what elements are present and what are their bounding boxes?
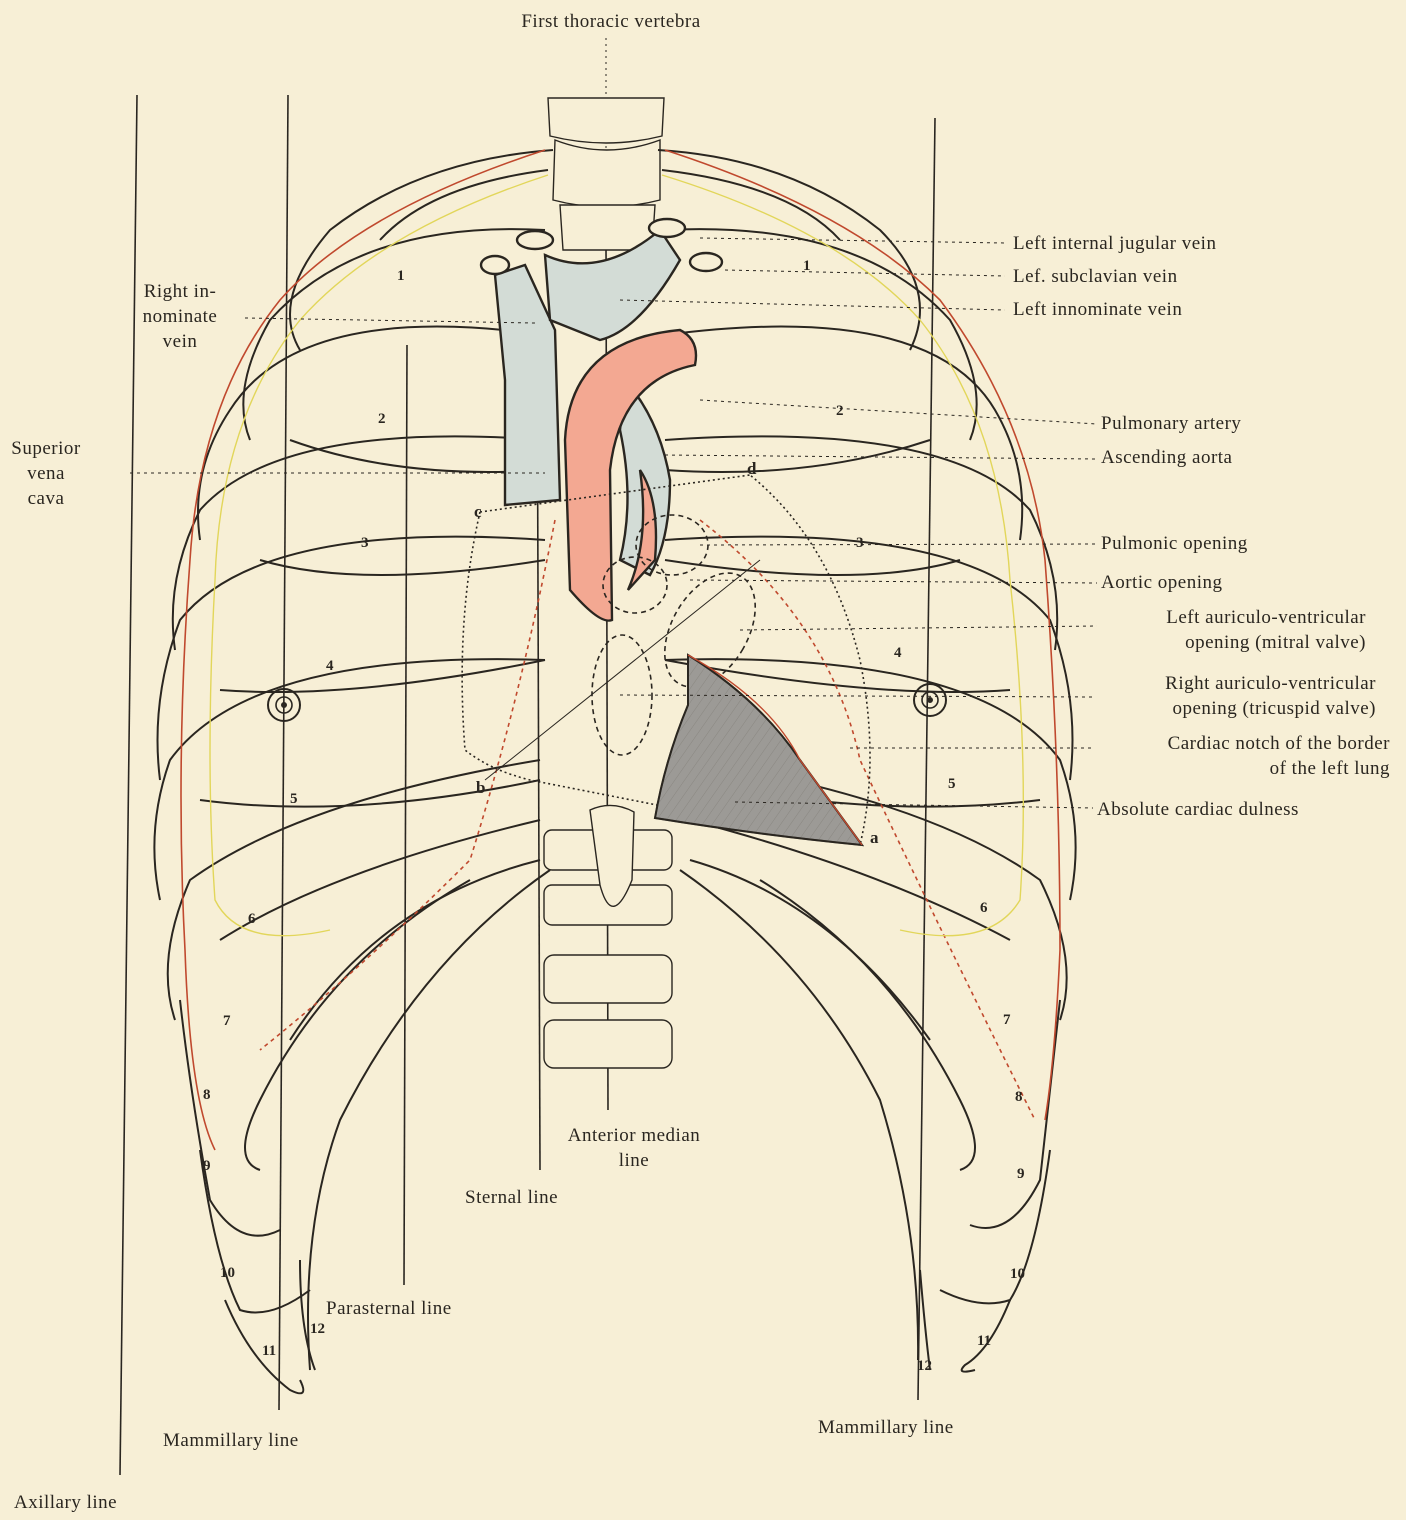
left-internal-jugular-vein bbox=[649, 219, 685, 237]
rib-number-11-left: 11 bbox=[977, 1333, 991, 1349]
label-superior-vena-cava-line-2: vena bbox=[4, 461, 88, 486]
label-superior-vena-cava-line-3: cava bbox=[4, 486, 88, 511]
rib-number-3-left: 3 bbox=[856, 535, 864, 551]
rib-number-9-left: 9 bbox=[1017, 1166, 1025, 1182]
label-axillary-line: Axillary line bbox=[14, 1490, 117, 1515]
point-b: b bbox=[476, 778, 485, 797]
label-right-innominate-vein-line-1: Right in- bbox=[128, 279, 232, 304]
absolute-cardiac-dulness bbox=[655, 655, 862, 845]
label-anterior-median-line-line-1: Anterior median bbox=[534, 1123, 734, 1148]
label-pulmonary-artery: Pulmonary artery bbox=[1101, 411, 1241, 436]
rib-number-5-right: 5 bbox=[290, 791, 298, 807]
rib-number-4-right: 4 bbox=[326, 658, 334, 674]
reference-lines bbox=[120, 38, 935, 1475]
parasternal-line-right bbox=[404, 345, 407, 1285]
rib-number-12-left: 12 bbox=[917, 1358, 932, 1374]
rib-number-11-right: 11 bbox=[262, 1343, 276, 1359]
right-subclavian-vein bbox=[481, 256, 509, 274]
label-anterior-median-line: Anterior median line bbox=[534, 1123, 734, 1173]
label-left-av-opening-line-1: Left auriculo-ventricular bbox=[1096, 605, 1366, 630]
label-mammillary-line-left: Mammillary line bbox=[818, 1415, 954, 1440]
rib-numbers-right: 1 2 3 4 5 6 7 8 9 10 11 12 bbox=[203, 268, 405, 1359]
rib-number-7-left: 7 bbox=[1003, 1012, 1011, 1028]
label-anterior-median-line-line-2: line bbox=[534, 1148, 734, 1173]
label-right-av-opening-line-1: Right auriculo-ventricular bbox=[1096, 671, 1376, 696]
label-cardiac-notch: Cardiac notch of the border of the left … bbox=[1096, 731, 1390, 781]
label-cardiac-notch-line-2: of the left lung bbox=[1096, 756, 1390, 781]
rib-number-1-left: 1 bbox=[803, 258, 811, 274]
label-aortic-opening: Aortic opening bbox=[1101, 570, 1223, 595]
rib-number-7-right: 7 bbox=[223, 1013, 231, 1029]
label-parasternal-line: Parasternal line bbox=[326, 1296, 452, 1321]
label-first-thoracic-vertebra: First thoracic vertebra bbox=[486, 9, 736, 34]
label-superior-vena-cava-line-1: Superior bbox=[4, 436, 88, 461]
costal-margin-right bbox=[308, 870, 550, 1370]
nipple-left bbox=[914, 684, 946, 716]
rib-number-10-left: 10 bbox=[1010, 1266, 1025, 1282]
rib-number-6-right: 6 bbox=[248, 911, 256, 927]
label-sternal-line: Sternal line bbox=[465, 1185, 558, 1210]
label-right-innominate-vein-line-3: vein bbox=[128, 329, 232, 354]
rib-number-2-right: 2 bbox=[378, 411, 386, 427]
rib-number-1-right: 1 bbox=[397, 268, 405, 284]
rib-number-10-right: 10 bbox=[220, 1265, 235, 1281]
point-a: a bbox=[870, 828, 879, 847]
rib-number-2-left: 2 bbox=[836, 403, 844, 419]
label-left-subclavian-vein: Lef. subclavian vein bbox=[1013, 264, 1178, 289]
label-left-av-opening: Left auriculo-ventricular opening (mitra… bbox=[1096, 605, 1366, 655]
rib-number-3-right: 3 bbox=[361, 535, 369, 551]
label-pulmonic-opening: Pulmonic opening bbox=[1101, 531, 1248, 556]
label-mammillary-line-right: Mammillary line bbox=[163, 1428, 299, 1453]
label-right-av-opening: Right auriculo-ventricular opening (tric… bbox=[1096, 671, 1376, 721]
great-vessels bbox=[481, 219, 722, 621]
label-left-innominate-vein: Left innominate vein bbox=[1013, 297, 1182, 322]
rib-number-9-right: 9 bbox=[203, 1158, 211, 1174]
point-d: d bbox=[747, 459, 757, 478]
label-cardiac-notch-line-1: Cardiac notch of the border bbox=[1096, 731, 1390, 756]
label-superior-vena-cava: Superior vena cava bbox=[4, 436, 88, 511]
label-left-av-opening-line-2: opening (mitral valve) bbox=[1096, 630, 1366, 655]
label-absolute-cardiac-dulness: Absolute cardiac dulness bbox=[1097, 797, 1299, 822]
point-c: c bbox=[474, 502, 482, 521]
rib-number-8-left: 8 bbox=[1015, 1089, 1023, 1105]
rib-cage bbox=[154, 150, 1075, 1393]
label-right-innominate-vein: Right in- nominate vein bbox=[128, 279, 232, 354]
rib-number-4-left: 4 bbox=[894, 645, 902, 661]
rib-5 bbox=[158, 537, 1073, 780]
left-subclavian-vein bbox=[690, 253, 722, 271]
label-ascending-aorta: Ascending aorta bbox=[1101, 445, 1232, 470]
costal-margin-left bbox=[680, 870, 918, 1360]
label-left-internal-jugular-vein: Left internal jugular vein bbox=[1013, 231, 1216, 256]
rib-4 bbox=[173, 436, 1057, 650]
right-internal-jugular-vein bbox=[517, 231, 553, 249]
rib-number-5-left: 5 bbox=[948, 776, 956, 792]
rib-number-8-right: 8 bbox=[203, 1087, 211, 1103]
rib-5-lower bbox=[200, 780, 1040, 807]
label-right-innominate-vein-line-2: nominate bbox=[128, 304, 232, 329]
rib-number-6-left: 6 bbox=[980, 900, 988, 916]
rib-number-12-right: 12 bbox=[310, 1321, 325, 1337]
label-right-av-opening-line-2: opening (tricuspid valve) bbox=[1096, 696, 1376, 721]
